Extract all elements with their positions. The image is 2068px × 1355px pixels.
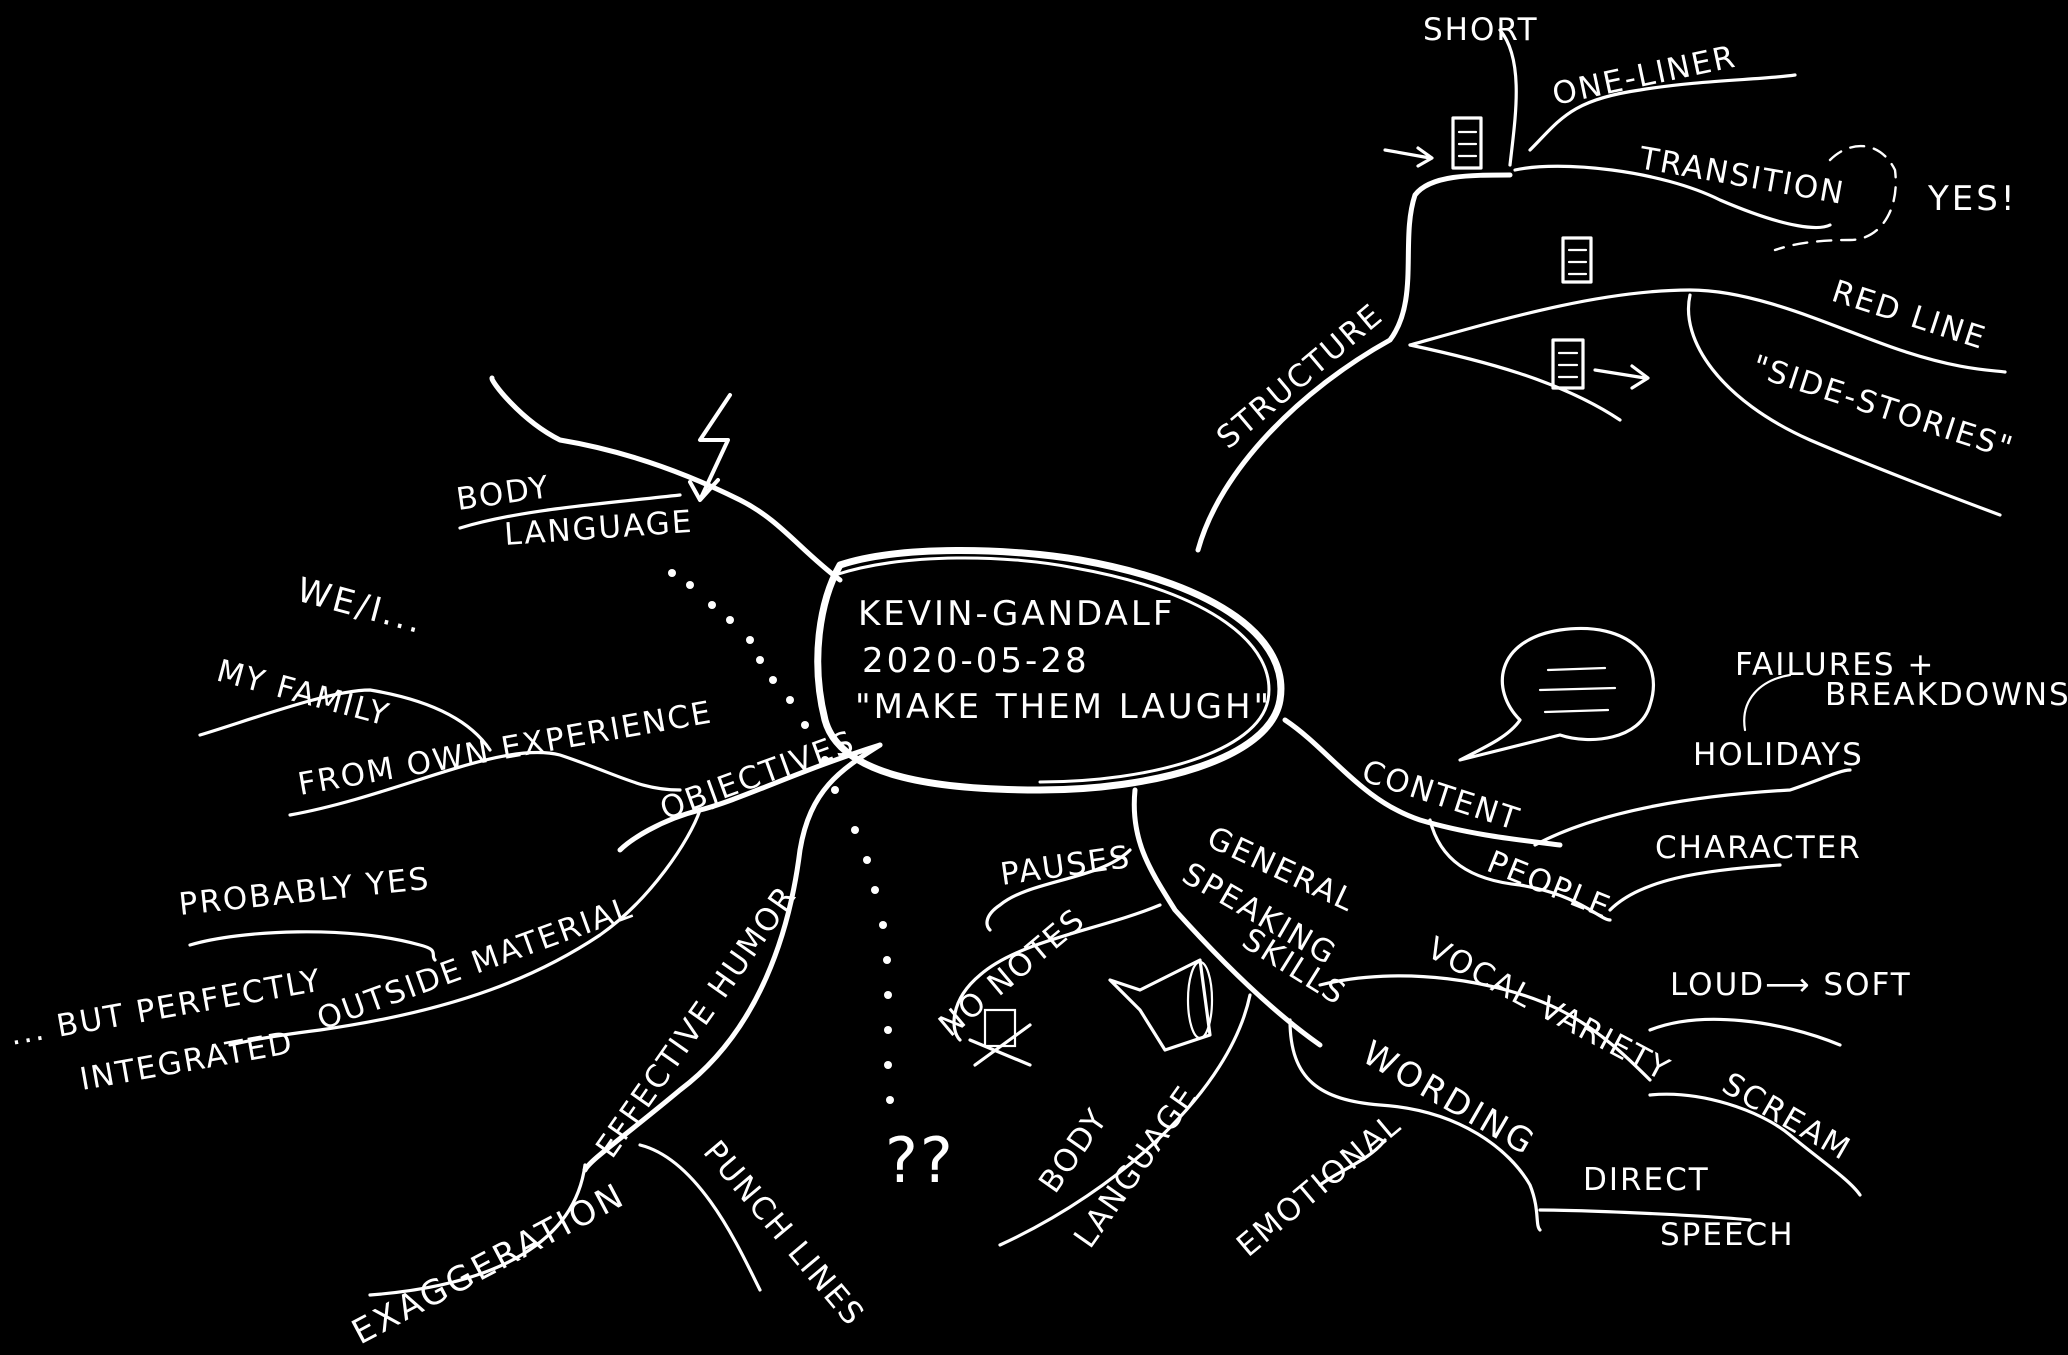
side-stories-label: "SIDE-STORIES" <box>1748 348 2019 467</box>
transition-label: TRANSITION <box>1636 140 1848 212</box>
holidays-label: HOLIDAYS <box>1693 737 1864 773</box>
document-icon <box>1383 116 1483 170</box>
objectives-label: OBJECTIVES <box>655 724 860 828</box>
branch-objectives: OBJECTIVES FROM OWN EXPERIENCE MY FAMILY… <box>7 570 883 1098</box>
punch-lines-label: PUNCH LINES <box>696 1134 872 1334</box>
scream-label: SCREAM <box>1716 1066 1857 1168</box>
breakdowns-label: BREAKDOWNS <box>1825 677 2068 713</box>
question-marks: ?? <box>885 1124 955 1197</box>
no-notes-label: NO NOTES <box>932 901 1092 1044</box>
crossed-notes-icon <box>968 1008 1032 1067</box>
we-i-label: WE/I... <box>293 570 429 642</box>
pauses-label: PAUSES <box>998 839 1133 893</box>
loud-soft-label: LOUD⟶ SOFT <box>1670 967 1912 1003</box>
outside-material-label: OUTSIDE MATERIAL <box>312 890 638 1038</box>
one-liner-label: ONE-LINER <box>1549 39 1739 113</box>
center-node: KEVIN-GANDALF 2020-05-28 "MAKE THEM LAUG… <box>814 547 1285 794</box>
exaggeration-label: EXAGGERATION <box>345 1175 632 1353</box>
center-subtitle: "MAKE THEM LAUGH" <box>855 687 1272 727</box>
dotted-connection <box>668 569 894 1104</box>
failures-label: FAILURES + <box>1735 647 1935 683</box>
probably-yes-label: PROBABLY YES <box>177 861 432 923</box>
megaphone-icon <box>1108 958 1214 1052</box>
direct-label: DIRECT <box>1583 1162 1710 1198</box>
center-date: 2020-05-28 <box>862 641 1090 681</box>
lightning-icon <box>688 393 732 502</box>
document-icon <box>1551 338 1650 390</box>
short-label: SHORT <box>1423 12 1539 48</box>
emotional-label: EMOTIONAL <box>1230 1106 1409 1264</box>
center-title: KEVIN-GANDALF <box>858 594 1175 634</box>
branch-body-language-top: BODY LANGUAGE <box>454 375 843 583</box>
branch-content: CONTENT FAILURES + BREAKDOWNS HOLIDAYS P… <box>1282 627 2068 926</box>
speech-label: SPEECH <box>1660 1217 1795 1253</box>
structure-label: STRUCTURE <box>1210 297 1390 457</box>
document-icon <box>1561 236 1593 284</box>
yes-label: YES! <box>1927 179 2017 219</box>
character-label: CHARACTER <box>1655 830 1862 866</box>
vocal-variety-label: VOCAL VARIETY <box>1421 930 1676 1088</box>
people-label: PEOPLE <box>1482 844 1616 926</box>
red-line-label: RED LINE <box>1828 273 1991 357</box>
speech-bubble-icon <box>1458 627 1656 762</box>
branch-structure: STRUCTURE SHORT ONE-LINER TRANSITION YES… <box>1195 12 2019 553</box>
